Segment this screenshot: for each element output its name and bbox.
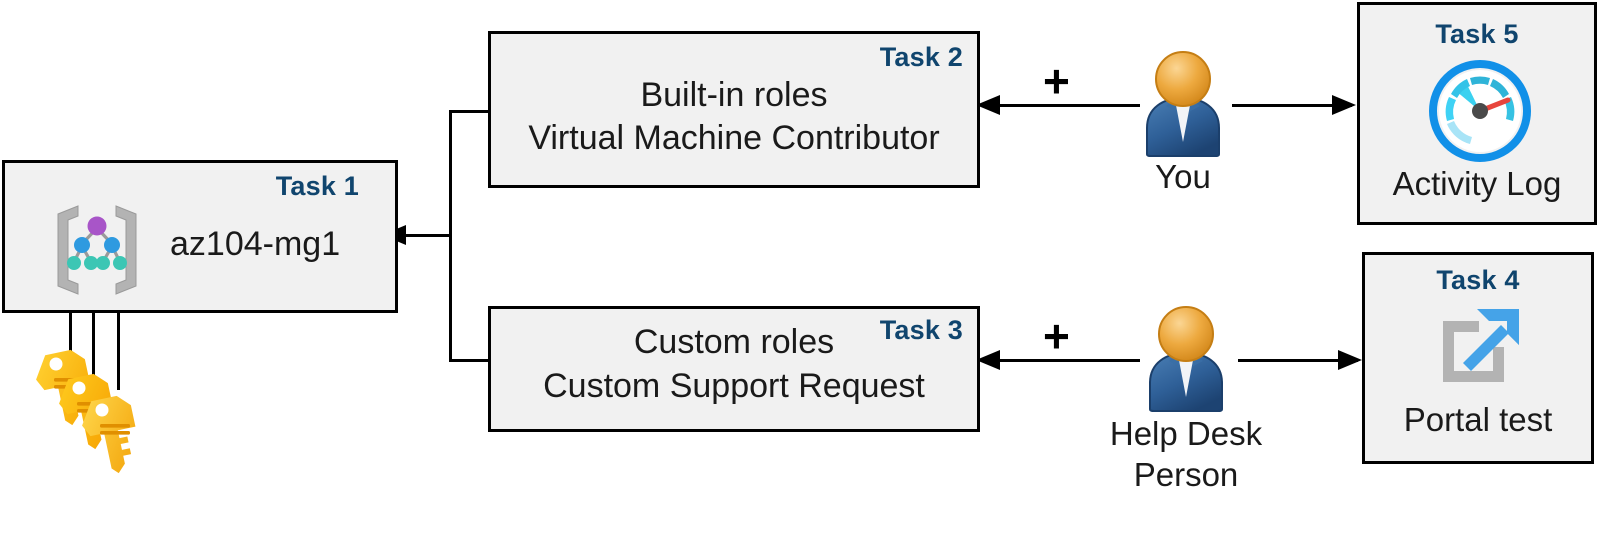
external-link-icon: [1431, 303, 1531, 393]
connector-branch-to-task2: [449, 110, 491, 113]
task5-label: Activity Log: [1392, 165, 1562, 202]
task5-tag: Task 5: [1435, 19, 1519, 49]
task1-tag: Task 1: [275, 171, 359, 201]
connector-you-to-task5: [1232, 104, 1352, 107]
actor-you-label: You: [1155, 158, 1211, 195]
task2-tag: Task 2: [879, 42, 963, 72]
connector-helpdesk-to-task3: [998, 359, 1140, 362]
task4-tag: Task 4: [1436, 265, 1520, 295]
connector-you-to-task2: [998, 104, 1140, 107]
actor-helpdesk-label-line1: Help Desk: [1109, 415, 1263, 452]
arrowhead-into-task3: [976, 350, 1000, 370]
arrowhead-into-task2: [976, 95, 1000, 115]
user-icon-you: [1133, 50, 1233, 158]
user-icon-helpdesk: [1136, 305, 1236, 413]
plus-sign-lower: +: [1043, 310, 1070, 362]
task1-label: az104-mg1: [170, 225, 341, 263]
management-group-icon: [48, 200, 146, 300]
node-task3[interactable]: Task 3 Custom roles Custom Support Reque…: [488, 306, 980, 432]
node-task2[interactable]: Task 2 Built-in roles Virtual Machine Co…: [488, 31, 980, 188]
connector-helpdesk-to-task4: [1238, 359, 1358, 362]
task3-tag: Task 3: [879, 315, 963, 345]
plus-sign-upper: +: [1043, 55, 1070, 107]
connector-branch-to-task3: [449, 359, 491, 362]
node-task4[interactable]: Task 4 Portal test: [1362, 252, 1594, 464]
actor-helpdesk-label-line2: Person: [1133, 456, 1239, 493]
node-task1[interactable]: Task 1 az104-mg1: [2, 160, 398, 313]
gauge-icon: [1429, 60, 1531, 162]
task2-line2: Virtual Machine Contributor: [528, 119, 940, 157]
task3-line1: Custom roles: [633, 323, 835, 361]
node-task5[interactable]: Task 5: [1357, 2, 1597, 225]
connector-key-line-3: [117, 238, 120, 390]
task3-line2: Custom Support Request: [543, 367, 925, 405]
connector-trunk-to-task1: [400, 234, 451, 237]
task2-line1: Built-in roles: [640, 76, 828, 114]
arrowhead-into-task5: [1332, 95, 1356, 115]
task4-label: Portal test: [1403, 401, 1553, 438]
keys-icon: [30, 340, 160, 475]
arrowhead-into-task4: [1338, 350, 1362, 370]
